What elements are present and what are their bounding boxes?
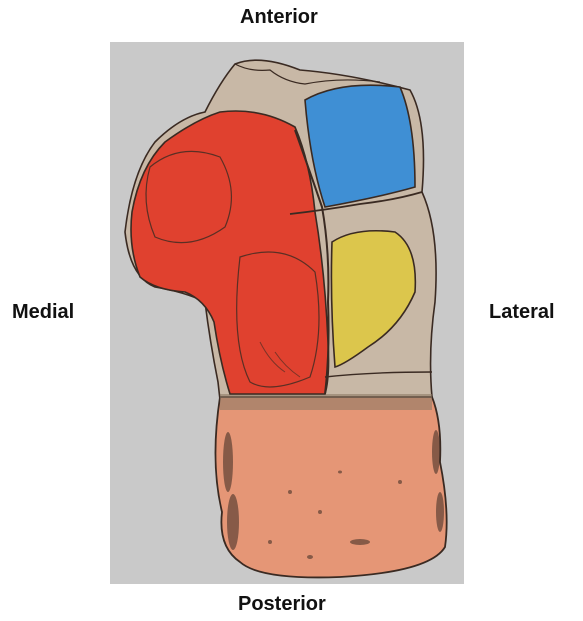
boundary-band	[220, 394, 432, 410]
posterior-region	[215, 397, 446, 577]
bone-render-svg	[110, 42, 464, 584]
label-lateral: Lateral	[489, 301, 555, 324]
label-medial: Medial	[12, 301, 74, 324]
bone-render-panel	[110, 42, 464, 584]
anterolateral-region	[305, 85, 415, 207]
label-anterior: Anterior	[240, 6, 318, 29]
label-posterior: Posterior	[238, 593, 326, 616]
